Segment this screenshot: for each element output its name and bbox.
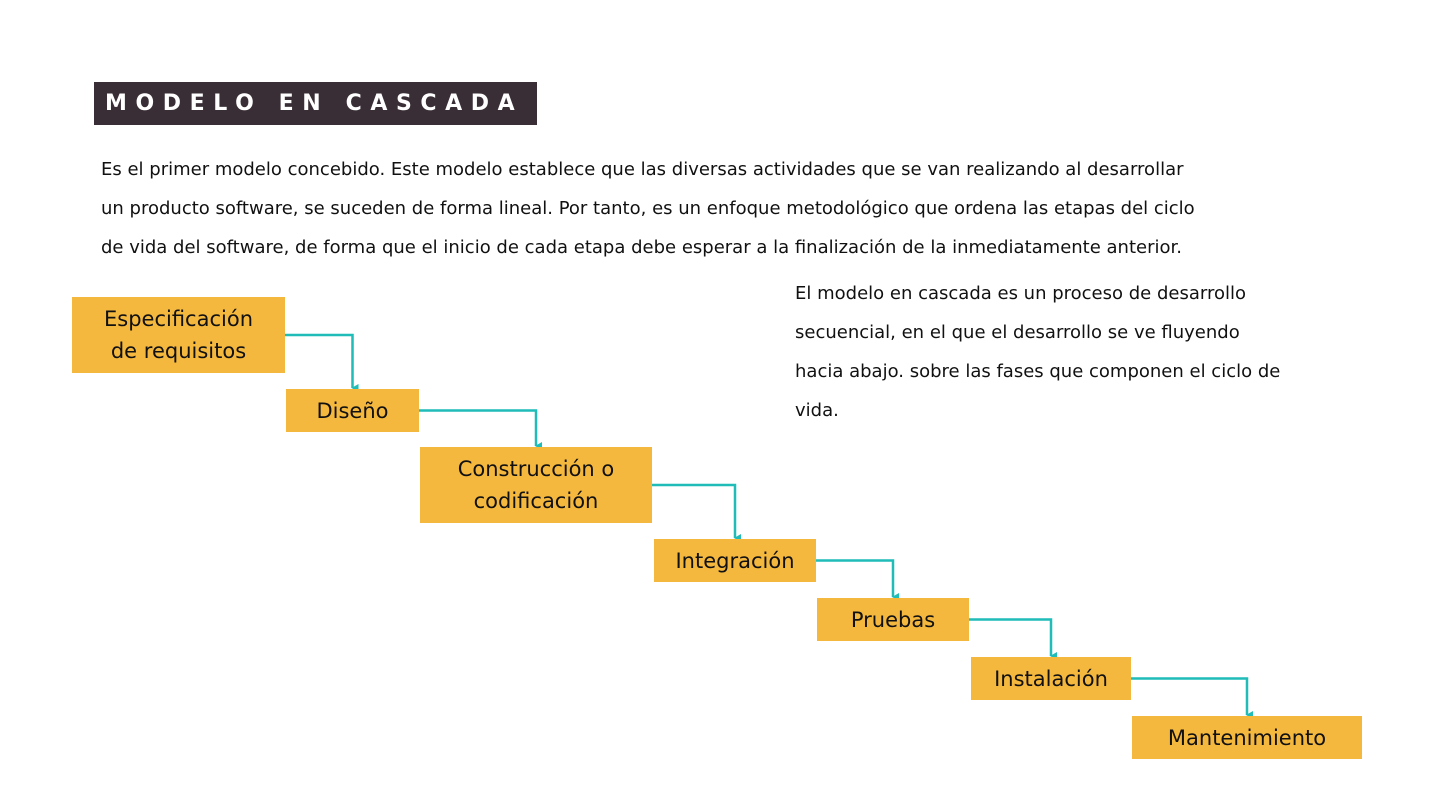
description-line: vida. — [795, 400, 839, 421]
phase-construccion: Construcción o codificación — [420, 447, 652, 523]
intro-line: un producto software, se suceden de form… — [101, 198, 1195, 219]
connector-arrow — [652, 483, 741, 542]
intro-paragraph: Es el primer modelo concebido. Este mode… — [101, 150, 1361, 267]
intro-line: de vida del software, de forma que el in… — [101, 237, 1182, 258]
description-line: hacia abajo. sobre las fases que compone… — [795, 361, 1281, 382]
phase-instalacion: Instalación — [971, 657, 1131, 700]
description-paragraph: El modelo en cascada es un proceso de de… — [795, 274, 1355, 430]
connector-arrow — [816, 559, 899, 601]
phase-integracion: Integración — [654, 539, 816, 582]
phase-especificacion: Especificación de requisitos — [72, 297, 285, 373]
page-title: MODELO EN CASCADA — [94, 82, 537, 125]
phase-mantenimiento: Mantenimiento — [1132, 716, 1362, 759]
intro-line: Es el primer modelo concebido. Este mode… — [101, 159, 1184, 180]
connector-arrow — [1131, 677, 1253, 719]
phase-pruebas: Pruebas — [817, 598, 969, 641]
connector-arrow — [969, 618, 1057, 660]
connector-arrow — [285, 333, 359, 392]
description-line: secuencial, en el que el desarrollo se v… — [795, 322, 1240, 343]
phase-diseno: Diseño — [286, 389, 419, 432]
connector-arrow — [419, 409, 542, 450]
description-line: El modelo en cascada es un proceso de de… — [795, 283, 1246, 304]
